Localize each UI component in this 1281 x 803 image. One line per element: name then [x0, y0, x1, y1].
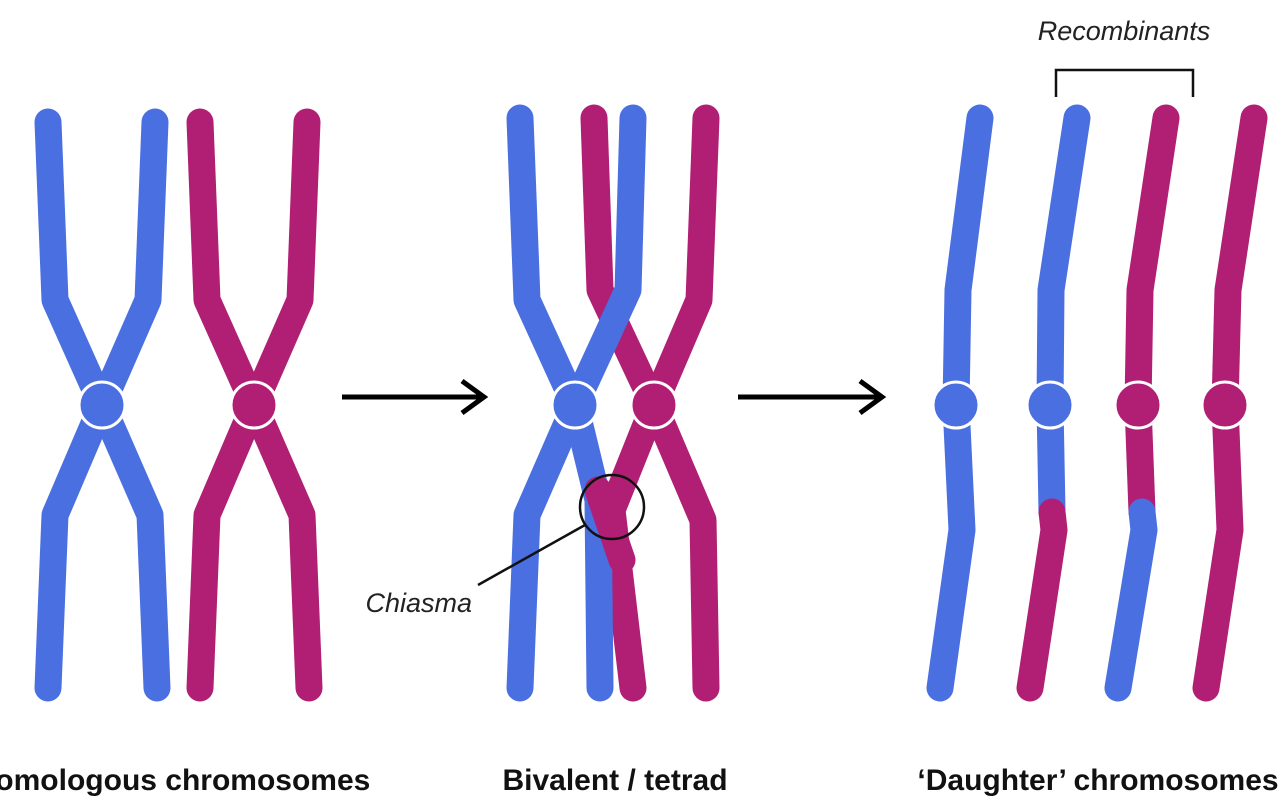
daughter-chromatid-recombinant-magenta-blue [1115, 118, 1166, 688]
chromatid-arm-lower-left [48, 405, 102, 688]
chromatid-arm-upper-right [654, 118, 706, 405]
daughter-chromosomes-caption: ‘Daughter’ chromosomes [917, 764, 1278, 797]
chromatid-upper [1138, 118, 1166, 512]
recombinants-bracket [1056, 70, 1193, 97]
chromatid-arm-lower-right [254, 405, 309, 688]
recombinants-label: Recombinants [1038, 16, 1211, 46]
chromatid-arm-upper-right [102, 122, 155, 405]
centromere [79, 382, 125, 428]
daughter-chromatid-blue [933, 118, 980, 688]
centromere [1027, 382, 1073, 428]
daughter-chromatid-magenta [1202, 118, 1254, 688]
chromatid-lower [1118, 512, 1144, 688]
homologous-chromosomes-caption: Homologous chromosomes [0, 764, 370, 797]
chromatid-arm-lower-left [200, 405, 254, 688]
chromatid-upper [1050, 118, 1077, 512]
chromatid-arm-lower-right [102, 405, 157, 688]
chiasma-label: Chiasma [365, 588, 472, 618]
centromere [1202, 382, 1248, 428]
bivalent-tetrad-caption: Bivalent / tetrad [502, 764, 727, 797]
homologous-chromosomes-panel [48, 122, 309, 688]
daughter-chromosomes-panel: Recombinants [933, 16, 1254, 688]
chromatid-lower [1030, 512, 1054, 688]
bivalent-tetrad-panel: Chiasma [365, 118, 706, 688]
centromere [231, 382, 277, 428]
chromatid-arm-lower-right [575, 405, 600, 688]
arrow-right-icon [342, 381, 484, 413]
blue-homolog [48, 122, 157, 688]
chromatid-arm-lower-right [654, 405, 706, 688]
centromere [552, 382, 598, 428]
centromere [631, 382, 677, 428]
chromatid-arm-upper-left [48, 122, 102, 405]
daughter-chromatid-recombinant-blue-magenta [1027, 118, 1077, 688]
magenta-homolog [200, 122, 309, 688]
chromatid-arm-upper-left [520, 118, 575, 405]
centromere [1115, 382, 1161, 428]
magenta-centromere-group [631, 382, 677, 428]
chromatid-arm-upper-right [254, 122, 307, 405]
arrow-right-icon [738, 381, 882, 413]
centromere [933, 382, 979, 428]
chromatid-arm-upper-left [200, 122, 254, 405]
